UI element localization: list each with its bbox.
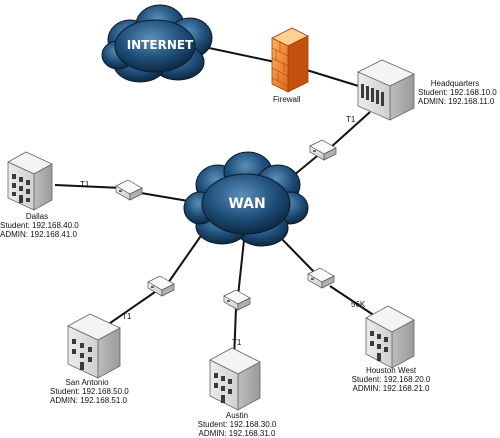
firewall-icon xyxy=(271,27,309,93)
site-houston-west-name: Houston West xyxy=(365,366,417,375)
site-austin-label: Austin Student: 192.168.30.0 ADMIN: 192.… xyxy=(197,411,277,438)
internet-cloud: INTERNET xyxy=(101,4,213,83)
line-firewall-hq xyxy=(299,67,366,89)
line-hq-router xyxy=(329,111,371,149)
link-label-austin: T1 xyxy=(232,338,242,347)
site-hq-student: Student: 192.168.10.0 xyxy=(418,88,497,97)
site-hq-name: Headquarters xyxy=(430,79,480,88)
san-antonio-building-icon xyxy=(67,313,121,379)
site-san-antonio-student: Student: 192.168.50.0 xyxy=(50,387,129,396)
site-dallas-label: Dallas Student: 192.168.40.0 ADMIN: 192.… xyxy=(0,212,79,239)
line-wan-router-austin xyxy=(237,239,245,297)
austin-building-icon xyxy=(209,347,261,411)
site-austin-admin: ADMIN: 192.168.31.0 xyxy=(198,429,276,438)
internet-label: INTERNET xyxy=(127,38,194,52)
router-icon-san-antonio xyxy=(147,275,175,297)
router-icon-austin xyxy=(223,289,251,311)
link-label-houston-west: 56K xyxy=(351,300,366,309)
firewall-label: Firewall xyxy=(273,95,301,104)
houston-west-building-icon xyxy=(365,305,415,369)
dallas-building-icon xyxy=(7,151,53,211)
line-router-houston xyxy=(329,285,379,319)
line-dallas-router xyxy=(54,184,123,189)
line-wan-router-sa xyxy=(167,229,206,284)
site-austin-name: Austin xyxy=(225,411,249,420)
site-dallas-admin: ADMIN: 192.168.41.0 xyxy=(0,230,77,239)
link-label-dallas: T1 xyxy=(80,180,90,189)
site-dallas-name: Dallas xyxy=(25,212,49,221)
router-icon-hq xyxy=(309,139,337,161)
site-houston-west-label: Houston West Student: 192.168.20.0 ADMIN… xyxy=(351,366,431,393)
router-icon-dallas xyxy=(115,179,143,201)
link-label-hq: T1 xyxy=(346,115,356,124)
wan-label: WAN xyxy=(228,196,265,212)
site-san-antonio-name: San Antonio xyxy=(65,378,109,387)
wan-cloud: WAN xyxy=(183,151,309,247)
site-houston-west-admin: ADMIN: 192.168.21.0 xyxy=(352,384,430,393)
site-san-antonio-label: San Antonio Student: 192.168.50.0 ADMIN:… xyxy=(50,378,129,405)
headquarters-building-icon xyxy=(357,59,415,121)
site-hq-label: Headquarters Student: 192.168.10.0 ADMIN… xyxy=(418,79,497,106)
link-label-san-antonio: T1 xyxy=(122,312,132,321)
site-houston-west-student: Student: 192.168.20.0 xyxy=(351,375,431,384)
site-austin-student: Student: 192.168.30.0 xyxy=(197,420,277,429)
router-icon-houston-west xyxy=(307,267,335,289)
site-dallas-student: Student: 192.168.40.0 xyxy=(0,221,79,230)
site-hq-admin: ADMIN: 192.168.11.0 xyxy=(418,97,495,106)
site-san-antonio-admin: ADMIN: 192.168.51.0 xyxy=(50,396,127,405)
